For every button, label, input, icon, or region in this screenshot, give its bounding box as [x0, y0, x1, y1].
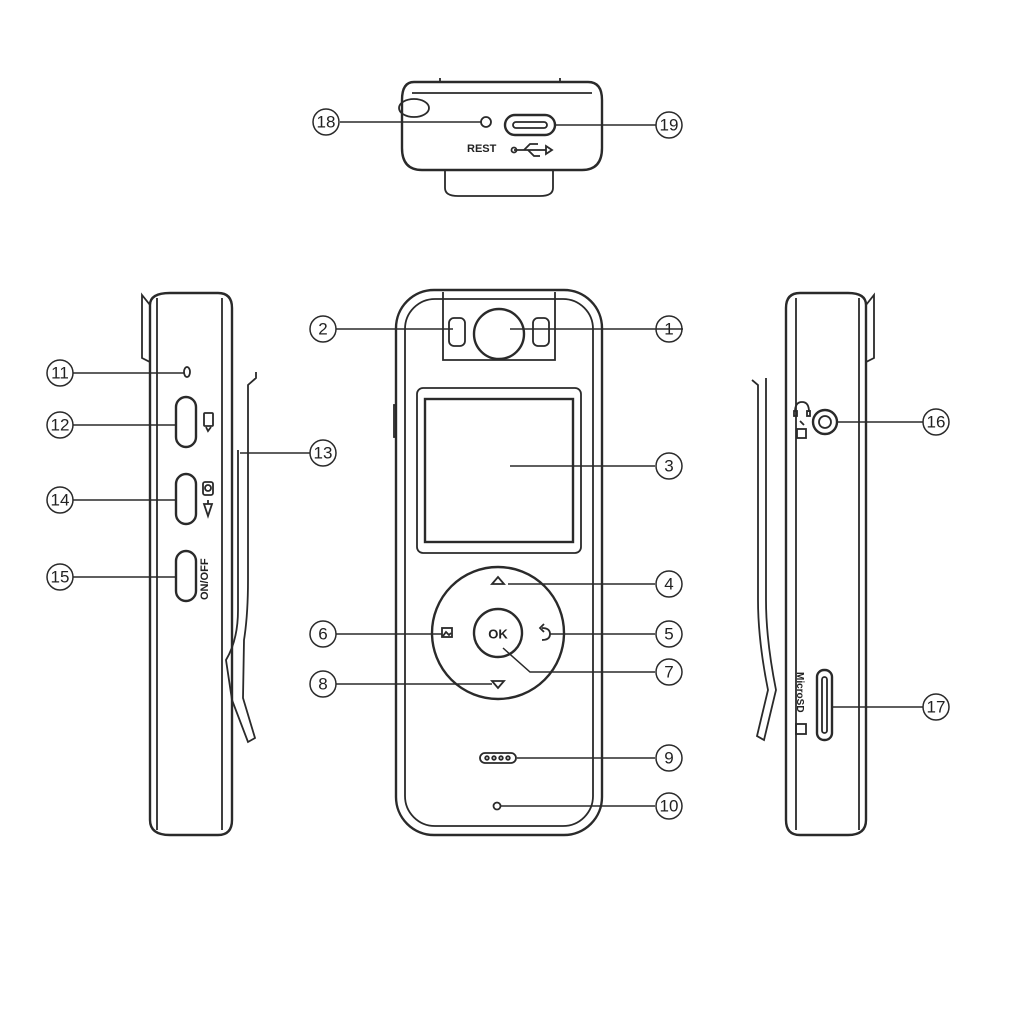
top-view-body [400, 80, 604, 172]
callout-5: 5 [655, 620, 683, 648]
callout-9: 9 [655, 744, 683, 772]
camera-icon [202, 481, 214, 496]
dpad-ring [430, 565, 566, 701]
svg-text:1: 1 [664, 320, 673, 339]
camera-lens [472, 307, 526, 361]
arrow-down-icon [490, 680, 506, 690]
callout-4: 4 [655, 570, 683, 598]
callout-10: 10 [655, 792, 683, 820]
svg-text:5: 5 [664, 625, 673, 644]
gallery-icon [441, 627, 453, 638]
svg-text:7: 7 [664, 663, 673, 682]
callout-15: 15 [46, 563, 74, 591]
svg-text:18: 18 [317, 113, 336, 132]
svg-text:14: 14 [51, 491, 70, 510]
right-fill-light [532, 317, 550, 347]
callout-18: 18 [312, 108, 340, 136]
svg-text:4: 4 [664, 575, 673, 594]
microsd-slot-inner [821, 676, 828, 734]
callout-6: 6 [309, 620, 337, 648]
headphone-icon [793, 401, 811, 439]
front-view: OK [393, 288, 604, 837]
speaker-hole [484, 755, 490, 761]
svg-text:15: 15 [51, 568, 70, 587]
microsd-label: MicroSD [794, 672, 805, 713]
left-fill-light [448, 317, 466, 347]
power-button [174, 549, 198, 603]
top-view-lanyard-hole [398, 98, 430, 118]
headphone-jack-inner [818, 415, 832, 429]
svg-text:10: 10 [660, 797, 679, 816]
right-view-body [784, 291, 868, 837]
svg-text:11: 11 [51, 364, 69, 383]
svg-text:16: 16 [927, 413, 946, 432]
right-side-view: MicroSD [751, 291, 875, 837]
callout-19: 19 [655, 111, 683, 139]
svg-text:2: 2 [318, 320, 327, 339]
photo-voice-button [174, 472, 198, 526]
microphone-hole [492, 801, 502, 811]
front-body-inner [404, 298, 594, 827]
arrow-up-icon [490, 575, 506, 585]
svg-text:6: 6 [318, 625, 327, 644]
left-view-body [148, 291, 234, 837]
svg-text:9: 9 [664, 749, 673, 768]
leader-lines [73, 121, 923, 807]
callout-3: 3 [655, 452, 683, 480]
callout-13: 13 [309, 439, 337, 467]
usb-c-port-inner [512, 121, 548, 129]
indicator-led [183, 366, 191, 378]
callout-16: 16 [922, 408, 950, 436]
callout-8: 8 [309, 670, 337, 698]
ok-label: OK [488, 627, 508, 642]
callout-2: 2 [309, 315, 337, 343]
callout-14: 14 [46, 486, 74, 514]
screen-bezel [416, 387, 582, 554]
callouts: 1 2 3 4 5 6 7 8 9 10 11 12 13 14 15 16 1… [46, 108, 950, 820]
ok-button [472, 607, 524, 659]
back-clip [225, 372, 257, 744]
callout-17: 17 [922, 693, 950, 721]
reset-label: REST [467, 143, 497, 155]
voice-icon [202, 500, 214, 519]
speaker-hole [505, 755, 511, 761]
video-button [174, 395, 198, 449]
speaker-hole [498, 755, 504, 761]
speaker-grille [479, 752, 517, 764]
callout-7: 7 [655, 658, 683, 686]
top-view: REST [398, 78, 604, 197]
microsd-card-icon [795, 723, 807, 735]
leader-line-7 [502, 647, 655, 673]
svg-text:3: 3 [664, 457, 673, 476]
top-view-clip-base [444, 170, 554, 197]
video-icon [203, 412, 214, 433]
front-body [394, 288, 604, 837]
right-view-clip [751, 378, 777, 742]
callout-11: 11 [46, 359, 74, 387]
screen [423, 397, 575, 544]
svg-text:12: 12 [51, 416, 70, 435]
power-label: ON/OFF [199, 558, 211, 600]
svg-text:19: 19 [660, 116, 679, 135]
callout-1: 1 [655, 315, 683, 343]
usb-icon [510, 143, 554, 157]
microsd-slot [815, 668, 834, 742]
svg-text:13: 13 [314, 444, 333, 463]
svg-text:17: 17 [927, 698, 946, 717]
callout-12: 12 [46, 411, 74, 439]
speaker-hole [491, 755, 497, 761]
left-side-view: ON/OFF [141, 291, 257, 837]
svg-text:8: 8 [318, 675, 327, 694]
headphone-jack [811, 408, 839, 436]
